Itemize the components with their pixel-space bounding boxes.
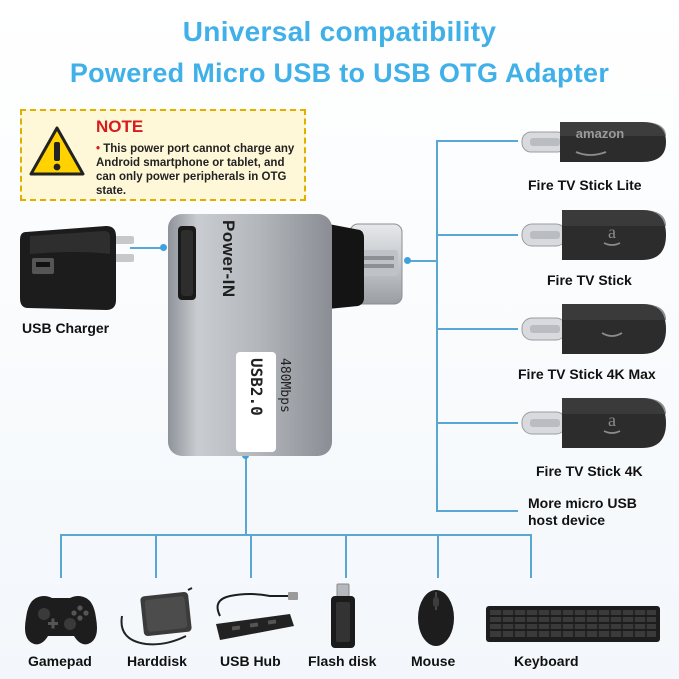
amazon-brand-text: amazon [575,126,625,141]
branch-line-2 [436,234,518,236]
adapter-right-line [408,260,438,262]
flash-disk-image [331,583,355,648]
gamepad-image [25,596,97,645]
svg-text:a: a [608,410,616,430]
power-in-label: Power-IN [219,220,238,298]
usb-version-label: USB2.0 [247,358,266,416]
headline-line1: Universal compatibility [182,16,497,47]
device-label-gamepad: Gamepad [28,653,92,669]
keyboard-image [486,606,660,642]
adapter-down-line [245,456,247,536]
fire-tv-stick-4k-max-image [521,304,666,354]
adapter-image [168,214,403,456]
note-title: NOTE [96,117,144,136]
drop-line-1 [60,534,62,578]
otg-connection-dot [404,257,411,264]
device-label-mouse: Mouse [411,653,456,669]
device-label-more-host: More micro USB host device [528,495,637,528]
charger-label: USB Charger [22,320,110,336]
drop-line-4 [345,534,347,578]
device-label-flash-disk: Flash disk [308,653,377,669]
charger-line [130,247,166,249]
bottom-bus-line [60,534,531,536]
device-label-fire-tv-stick: Fire TV Stick [547,272,632,288]
note-body: This power port cannot charge any Androi… [96,143,295,197]
fire-tv-stick-4k-image: a [521,398,666,448]
svg-text:a: a [608,222,616,242]
charger-connection-dot [160,244,167,251]
otg-adapter: Power-IN USB2.0 480Mbps [166,212,403,458]
branch-line-3 [436,328,518,330]
drop-line-2 [155,534,157,578]
note-text: • This power port cannot charge any Andr… [96,142,304,198]
warning-icon [29,126,85,176]
branch-line-5 [436,510,518,512]
branch-line-4 [436,422,518,424]
usb-charger-image [20,226,134,310]
headline-line2: Powered Micro USB to USB OTG Adapter [69,58,610,88]
fire-tv-stick-lite-image [521,122,666,162]
speed-label: 480Mbps [277,358,292,413]
device-label-usb-hub: USB Hub [220,653,281,669]
right-bus-line [436,140,438,512]
note-box: NOTE • This power port cannot charge any… [20,109,306,201]
mouse-image [418,590,454,646]
device-label-keyboard: Keyboard [514,653,579,669]
usb-hub-image [216,592,298,640]
drop-line-5 [437,534,439,578]
fire-tv-stick-image: a [521,210,666,260]
note-bullet: • [96,143,101,155]
drop-line-6 [530,534,532,578]
harddisk-image [120,587,193,646]
device-label-harddisk: Harddisk [127,653,187,669]
branch-line-1 [436,140,518,142]
device-label-fire-tv-stick-lite: Fire TV Stick Lite [528,177,642,193]
device-label-fire-tv-stick-4k-max: Fire TV Stick 4K Max [518,366,656,382]
drop-line-3 [250,534,252,578]
device-label-fire-tv-stick-4k: Fire TV Stick 4K [536,463,643,479]
